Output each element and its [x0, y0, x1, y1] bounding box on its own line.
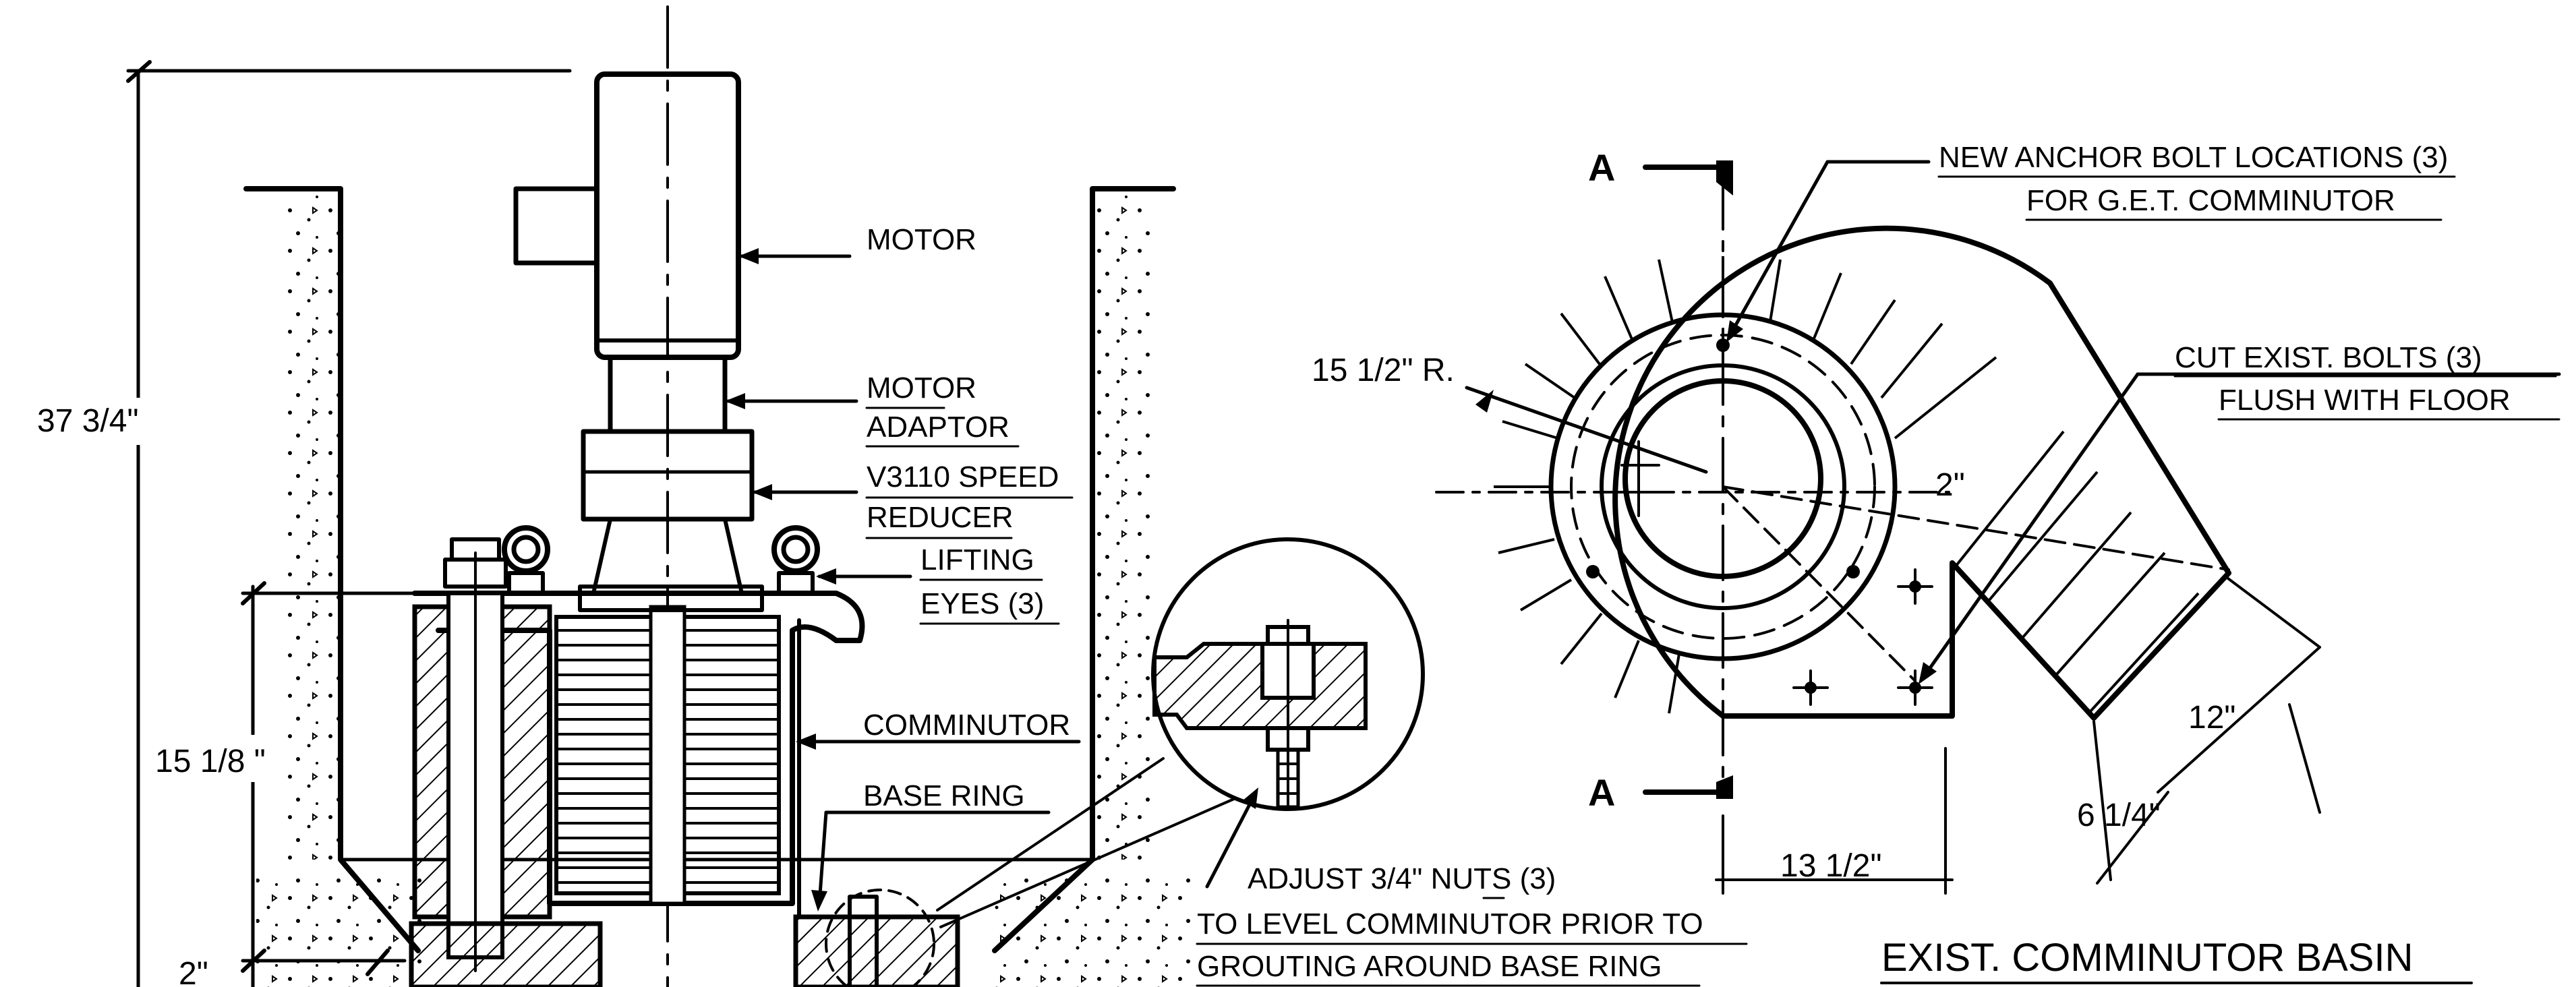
- section-mark-bottom: A: [1588, 771, 1615, 814]
- motor: [513, 71, 755, 595]
- adjust-label-1: ADJUST 3/4" NUTS (3): [1248, 862, 1556, 895]
- width-12-label: 12": [2188, 700, 2235, 736]
- width-6-label: 6 1/4": [2077, 798, 2161, 833]
- new-anchor-label-2: FOR G.E.T. COMMINUTOR: [2026, 184, 2395, 217]
- ring-height-label: 15 1/8 ": [155, 744, 266, 779]
- motor-label: MOTOR: [867, 223, 976, 256]
- comminutor-label: COMMINUTOR: [863, 709, 1070, 742]
- overall-height-dimension: [126, 60, 572, 987]
- lifting-eyes-label-2: EYES (3): [920, 587, 1044, 620]
- motor-adaptor-label-1: MOTOR: [867, 371, 976, 405]
- radius-label: 15 1/2" R.: [1312, 353, 1455, 388]
- comminutor-body: [409, 537, 960, 987]
- volute-ribs: [1494, 256, 2200, 714]
- motor-adaptor-label-2: ADAPTOR: [867, 411, 1009, 444]
- cut-bolts-label-1: CUT EXIST. BOLTS (3): [2175, 341, 2482, 374]
- grout-depth-label: 2": [179, 956, 208, 987]
- elevation-view: 37 3/4" 15 1/8 " 2": [37, 5, 1194, 987]
- new-anchor-label-1: NEW ANCHOR BOLT LOCATIONS (3): [1939, 141, 2448, 174]
- adjust-label-2: TO LEVEL COMMINUTOR PRIOR TO: [1197, 907, 1703, 940]
- lifting-eyes-label-1: LIFTING: [920, 543, 1034, 576]
- section-mark-top: A: [1588, 146, 1615, 189]
- basin-plan-view: A A: [1435, 146, 2561, 814]
- overall-height-label: 37 3/4": [37, 403, 139, 439]
- cut-bolts-label-2: FLUSH WITH FLOOR: [2219, 384, 2511, 417]
- width-13-label: 13 1/2": [1780, 848, 1882, 884]
- basin-title: EXIST. COMMINUTOR BASIN: [1881, 936, 2413, 980]
- speed-reducer-label-1: V3110 SPEED: [867, 460, 1059, 494]
- offset-label: 2": [1935, 467, 1965, 503]
- bolt-markers: [1586, 338, 1921, 694]
- elevation-leaders: [725, 248, 1081, 911]
- adjust-label-3: GROUTING AROUND BASE RING: [1197, 950, 1662, 983]
- plan-dimensions: [1593, 440, 2321, 895]
- nut-detail: [936, 537, 1425, 928]
- lifting-eyes: [502, 525, 820, 595]
- speed-reducer-label-2: REDUCER: [867, 501, 1014, 534]
- base-ring-label: BASE RING: [863, 779, 1025, 812]
